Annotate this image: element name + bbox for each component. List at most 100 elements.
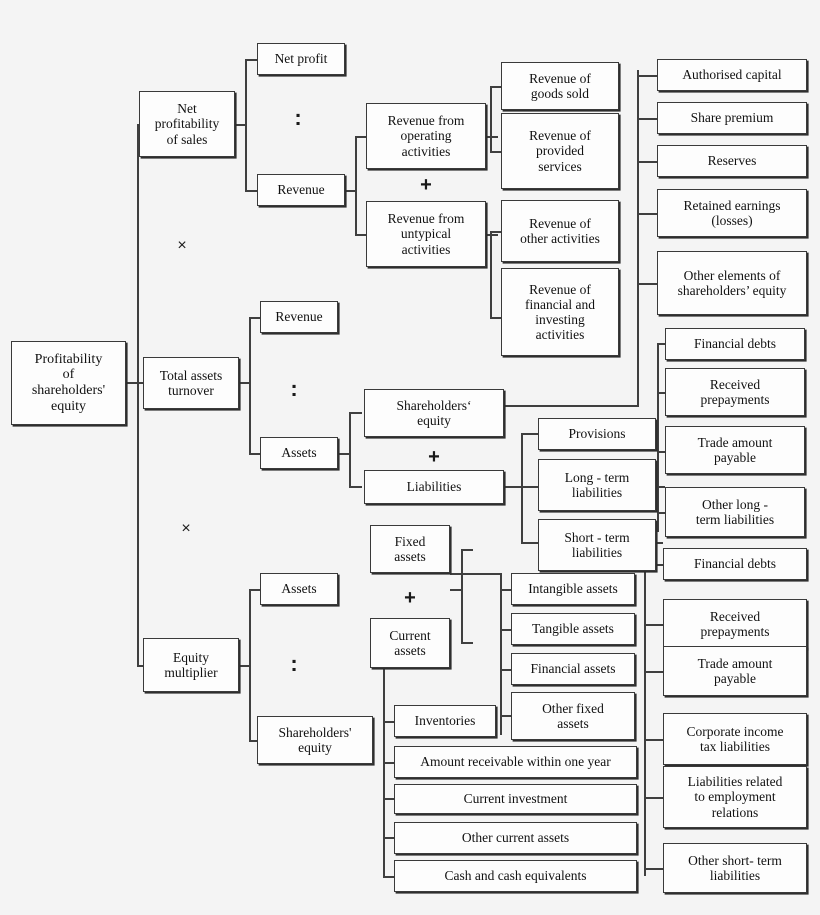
- box-reserves[interactable]: Reserves: [657, 145, 807, 177]
- box-revenue-top[interactable]: Revenue: [257, 174, 345, 206]
- connector-current-other: [383, 837, 395, 839]
- connector-long-other: [657, 512, 667, 514]
- connector-fixed-other: [500, 715, 512, 717]
- connector-current-receivable: [383, 762, 395, 764]
- operator-times-lower: ×: [181, 520, 191, 537]
- operator-plus-asset-parts: +: [404, 587, 416, 609]
- operator-divide-multiplier: :: [290, 651, 298, 676]
- connector-equity-out: [504, 405, 639, 407]
- operator-plus-revenue: +: [420, 174, 432, 196]
- connector-multiplier-equity: [249, 740, 260, 742]
- connector-operating-goods: [490, 86, 502, 88]
- connector-turnover-out: [238, 382, 250, 384]
- box-lt-other-long-term-liabilities[interactable]: Other long -term liabilities: [665, 487, 805, 537]
- connector-current-investment: [383, 798, 395, 800]
- connector-short-corporate: [644, 739, 664, 741]
- connector-current-inventories: [383, 721, 395, 723]
- connector-liab-long: [521, 486, 539, 488]
- connector-multiplier-out: [238, 665, 250, 667]
- connector-untypical-financial: [490, 317, 502, 319]
- box-retained-earnings[interactable]: Retained earnings(losses): [657, 189, 807, 237]
- box-liabilities[interactable]: Liabilities: [364, 470, 504, 504]
- connector-turnover-spine: [249, 317, 251, 454]
- connector-fixed-intangible: [500, 589, 512, 591]
- connector-assets2-fixed: [461, 549, 473, 551]
- connector-short-employment: [644, 797, 664, 799]
- box-provisions[interactable]: Provisions: [538, 418, 656, 450]
- connector-current-spine: [383, 668, 385, 876]
- box-net-profit[interactable]: Net profit: [257, 43, 345, 75]
- box-revenue-turnover[interactable]: Revenue: [260, 301, 338, 333]
- connector-assets2-spine: [461, 549, 463, 644]
- box-shareholders-equity-assets[interactable]: Shareholders‘equity: [364, 389, 504, 437]
- box-shareholders-equity-multiplier[interactable]: Shareholders'equity: [257, 716, 373, 764]
- box-tangible-assets[interactable]: Tangible assets: [511, 613, 635, 645]
- operator-times-upper: ×: [177, 237, 187, 254]
- connector-liab-provisions: [521, 433, 539, 435]
- connector-nps-revenue: [245, 190, 258, 192]
- connector-liab-short: [521, 542, 539, 544]
- connector-multiplier-spine: [249, 589, 251, 741]
- connector-assets2-current: [461, 642, 473, 644]
- connector-long-prepayments: [657, 392, 667, 394]
- box-amount-receivable-within-one-year[interactable]: Amount receivable within one year: [394, 746, 637, 778]
- connector-fixed-spine: [500, 573, 502, 735]
- connector-multiplier-assets: [249, 589, 260, 591]
- connector-operating-out: [486, 136, 498, 138]
- connector-assets-out: [338, 453, 350, 455]
- box-authorised-capital[interactable]: Authorised capital: [657, 59, 807, 91]
- connector-long-out: [653, 486, 665, 488]
- box-assets-multiplier[interactable]: Assets: [260, 573, 338, 605]
- connector-short-trade: [644, 671, 664, 673]
- box-st-financial-debts[interactable]: Financial debts: [663, 548, 807, 580]
- connector-revenue-untypical: [355, 234, 366, 236]
- box-intangible-assets[interactable]: Intangible assets: [511, 573, 635, 605]
- box-financial-assets[interactable]: Financial assets: [511, 653, 635, 685]
- connector-operating-spine: [490, 86, 492, 151]
- box-other-current-assets[interactable]: Other current assets: [394, 822, 637, 854]
- connector-revenue-spine: [355, 136, 357, 236]
- box-lt-financial-debts[interactable]: Financial debts: [665, 328, 805, 360]
- connector-assets-spine: [349, 412, 351, 486]
- connector-short-prepayments: [644, 624, 664, 626]
- connector-revenue-operating: [355, 136, 366, 138]
- box-current-investment[interactable]: Current investment: [394, 784, 637, 814]
- box-assets-turnover[interactable]: Assets: [260, 437, 338, 469]
- connector-fixed-financial: [500, 669, 512, 671]
- box-share-premium[interactable]: Share premium: [657, 102, 807, 134]
- box-inventories[interactable]: Inventories: [394, 705, 496, 737]
- connector-nps-out: [234, 124, 246, 126]
- connector-untypical-spine: [490, 231, 492, 318]
- connector-long-trade: [657, 451, 667, 453]
- box-cash-and-cash-equivalents[interactable]: Cash and cash equivalents: [394, 860, 637, 892]
- operator-divide-net-profitability: :: [294, 105, 302, 130]
- operator-divide-turnover: :: [290, 376, 298, 401]
- connector-nps-netprofit: [245, 59, 258, 61]
- connector-equity-premium: [637, 118, 657, 120]
- connector-short-spine: [644, 564, 646, 876]
- connector-fixed-tangible: [500, 629, 512, 631]
